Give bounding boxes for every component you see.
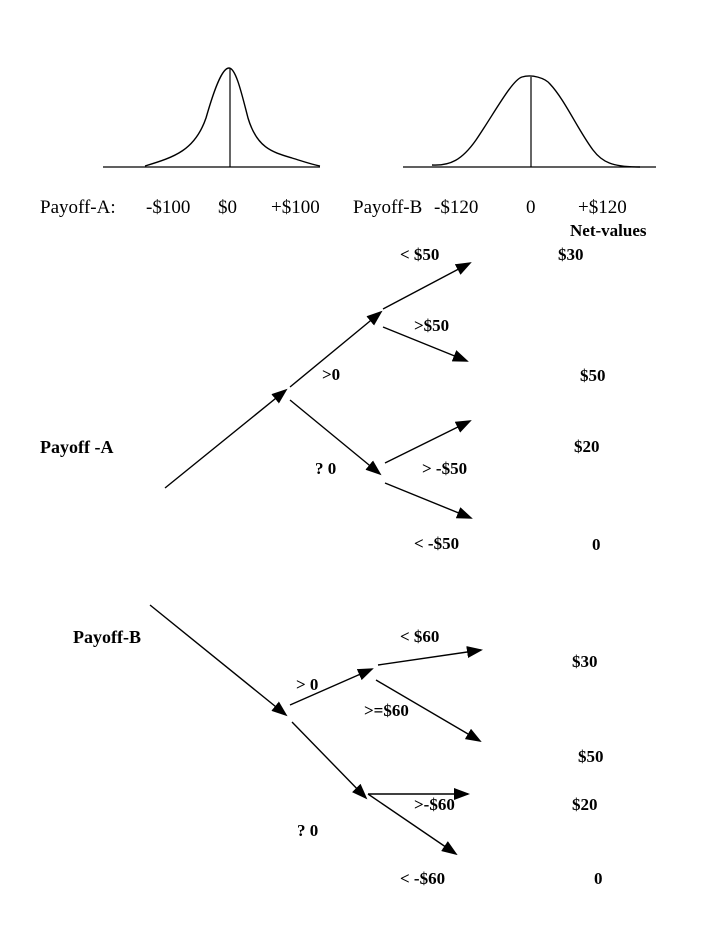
payoff-a-curve	[144, 67, 321, 167]
payoff-b-tick-low: -$120	[434, 197, 479, 218]
tree-b-net-value-1: $30	[572, 652, 598, 671]
payoff-a-tick-mid: $0	[218, 197, 237, 218]
payoff-a-tick-low: -$100	[146, 197, 191, 218]
tree-a-lower-edge	[289, 399, 382, 476]
tree-b-lower-branch-label: ? 0	[297, 821, 319, 840]
tree-b-net-value-3: $20	[572, 795, 598, 814]
tree-a-condition-1: < $50	[400, 245, 440, 264]
tree-a-root-edge	[164, 388, 288, 489]
payoff-b-tick-mid: 0	[526, 197, 536, 218]
tree-a-upper-edge	[289, 310, 383, 388]
tree-b-condition-1: < $60	[400, 627, 440, 646]
tree-b-lower-edge	[291, 721, 368, 800]
payoff-b-distribution	[403, 75, 656, 168]
tree-a-label: Payoff -A	[40, 437, 114, 457]
tree-b-root-edge	[149, 604, 288, 717]
tree-b-branches	[149, 604, 483, 856]
tree-b-upper-branch-label: > 0	[296, 675, 319, 694]
tree-a-net-value-2: $50	[580, 366, 606, 385]
net-values-header: Net-values	[570, 221, 647, 240]
tree-a-condition-2: >$50	[414, 316, 450, 335]
tree-b-upper-edge	[289, 668, 374, 706]
tree-b-net-value-4: 0	[594, 869, 603, 888]
tree-b-condition-4: < -$60	[400, 869, 446, 888]
payoff-b-axis-label: Payoff-B	[353, 197, 423, 218]
tree-b-edge-2	[375, 679, 482, 743]
tree-a-edge-4	[384, 482, 473, 519]
tree-b-net-value-2: $50	[578, 747, 604, 766]
tree-a-net-value-1: $30	[558, 245, 584, 264]
tree-b-edge-1	[377, 646, 483, 666]
tree-a-upper-branch-label: >0	[322, 365, 341, 384]
tree-b-edge-4	[367, 793, 458, 856]
tree-a-edge-3	[384, 420, 472, 464]
payoff-a-distribution	[103, 67, 321, 168]
tree-a-condition-3: > -$50	[422, 459, 468, 478]
tree-a-edge-1	[382, 262, 472, 310]
tree-a-edge-2	[382, 326, 469, 362]
payoff-a-tick-high: +$100	[271, 197, 320, 218]
tree-a-branches	[164, 262, 473, 519]
tree-a-net-value-4: 0	[592, 535, 601, 554]
tree-b-condition-2: >=$60	[364, 701, 409, 720]
payoff-b-curve	[431, 75, 641, 168]
tree-b-label: Payoff-B	[73, 627, 141, 647]
payoff-b-tick-high: +$120	[578, 197, 627, 218]
tree-a-lower-branch-label: ? 0	[315, 459, 337, 478]
tree-a-condition-4: < -$50	[414, 534, 460, 553]
tree-b-condition-3: >-$60	[414, 795, 455, 814]
tree-a-net-value-3: $20	[574, 437, 600, 456]
payoff-a-axis-label: Payoff-A:	[40, 197, 116, 218]
